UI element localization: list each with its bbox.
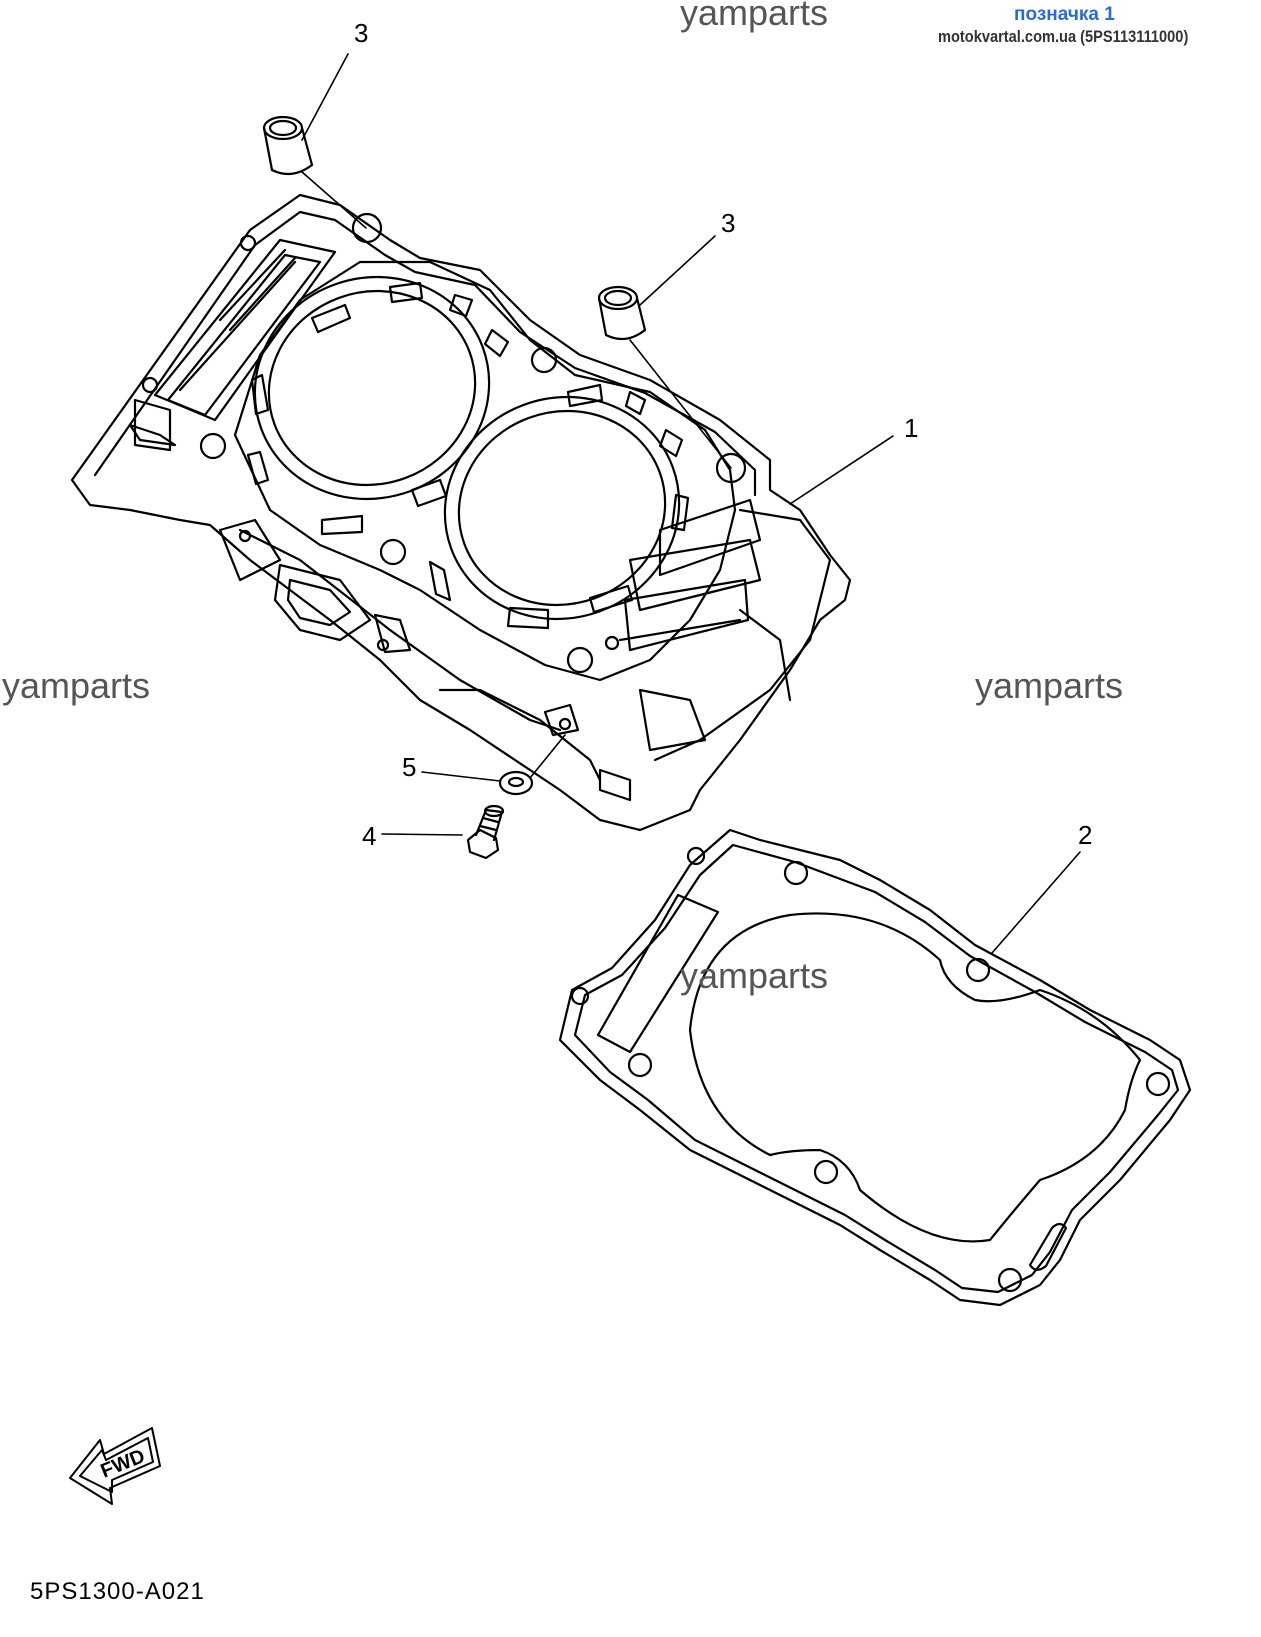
cylinder-gasket-part — [558, 828, 1192, 1307]
watermark-center: yamparts — [680, 955, 829, 996]
watermark-left: yamparts — [2, 665, 151, 706]
diagram-code: 5PS1300-A021 — [30, 1578, 205, 1605]
callout-5: 5 — [402, 752, 417, 782]
callout-2: 2 — [1078, 820, 1093, 850]
washer-part — [498, 770, 534, 796]
leader-lines — [301, 53, 1081, 954]
watermark-top: yamparts — [680, 0, 829, 33]
dowel-pin-lower — [597, 285, 647, 341]
callout-1: 1 — [904, 413, 919, 443]
callout-3-lower: 3 — [721, 208, 736, 238]
fwd-arrow-icon — [69, 1427, 161, 1505]
watermark-right: yamparts — [975, 665, 1124, 706]
position-tag: позначка 1 — [1014, 4, 1115, 25]
cylinder-part — [70, 193, 852, 832]
callout-3-upper: 3 — [354, 18, 369, 48]
callout-4: 4 — [362, 821, 377, 851]
site-reference: motokvartal.com.ua (5PS113111000) — [938, 27, 1189, 46]
dowel-pin-upper — [262, 115, 314, 176]
bolt-part — [466, 804, 505, 860]
